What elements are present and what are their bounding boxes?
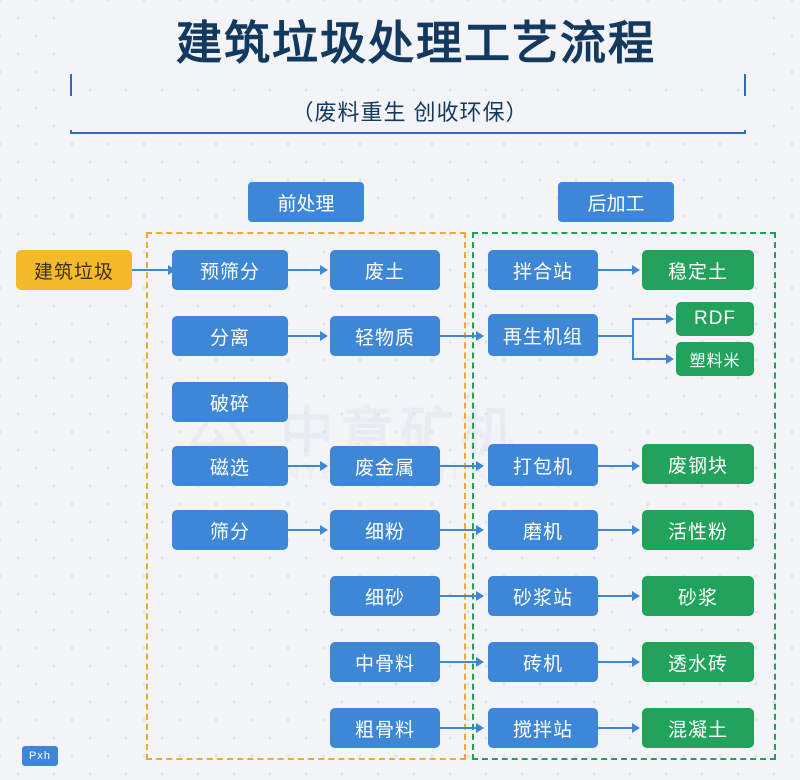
arrowhead: [320, 461, 328, 471]
arrowhead: [632, 591, 640, 601]
node-product-plastic-pellets[interactable]: 塑料米: [676, 342, 754, 376]
node-post-regeneration-unit[interactable]: 再生机组: [488, 314, 598, 356]
connector-medium-aggregate-to-brick-machine: [440, 661, 478, 663]
connector-fine-sand-to-mortar-station: [440, 595, 478, 597]
node-mid-coarse-aggregate[interactable]: 粗骨料: [330, 708, 440, 748]
arrowhead: [320, 265, 328, 275]
section-header-postprocessing: 后加工: [558, 182, 674, 222]
connector-regeneration-split-stem: [598, 335, 632, 337]
connector-mixing-to-stabilized-soil: [598, 269, 634, 271]
connector-coarse-aggregate-to-stirring-station: [440, 727, 478, 729]
node-mid-waste-soil[interactable]: 废土: [330, 250, 440, 290]
node-pre-separation[interactable]: 分离: [172, 316, 288, 356]
arrowhead: [320, 331, 328, 341]
node-mid-light-material[interactable]: 轻物质: [330, 316, 440, 356]
node-pre-screening[interactable]: 筛分: [172, 510, 288, 550]
connector-baler-to-scrap-steel: [598, 465, 634, 467]
node-post-grinding-mill[interactable]: 磨机: [488, 510, 598, 550]
node-mid-medium-aggregate[interactable]: 中骨料: [330, 642, 440, 682]
node-mid-scrap-metal[interactable]: 废金属: [330, 446, 440, 486]
connector-light-material-to-regeneration: [440, 335, 478, 337]
connector-regeneration-to-plastic-pellets: [632, 358, 668, 360]
page-title: 建筑垃圾处理工艺流程: [60, 12, 772, 74]
pretreatment-frame: [146, 232, 466, 760]
arrowhead: [632, 525, 640, 535]
arrowhead: [476, 657, 484, 667]
connector-separation-to-light-material: [288, 335, 322, 337]
arrowhead: [632, 461, 640, 471]
page-subtitle: （废料重生 创收环保）: [60, 96, 760, 130]
node-post-stirring-station[interactable]: 搅拌站: [488, 708, 598, 748]
node-post-mortar-station[interactable]: 砂浆站: [488, 576, 598, 616]
node-pre-crushing[interactable]: 破碎: [172, 382, 288, 422]
arrowhead: [476, 331, 484, 341]
connector-fine-powder-to-mill: [440, 529, 478, 531]
connector-source-to-prescreen: [132, 269, 170, 271]
connector-scrap-metal-to-baler: [440, 465, 478, 467]
node-product-active-powder[interactable]: 活性粉: [642, 510, 754, 550]
arrowhead: [666, 314, 674, 324]
node-post-baler[interactable]: 打包机: [488, 444, 598, 486]
connector-regeneration-split-bus: [632, 318, 634, 360]
postprocessing-frame: [472, 232, 776, 760]
arrowhead: [476, 723, 484, 733]
arrowhead: [476, 461, 484, 471]
node-post-mixing-station[interactable]: 拌合站: [488, 250, 598, 290]
arrowhead: [666, 354, 674, 364]
arrowhead: [632, 723, 640, 733]
node-post-brick-machine[interactable]: 砖机: [488, 642, 598, 682]
connector-regeneration-to-rdf: [632, 318, 668, 320]
node-product-scrap-steel[interactable]: 废钢块: [642, 444, 754, 484]
arrowhead: [476, 525, 484, 535]
arrowhead: [476, 591, 484, 601]
arrowhead: [320, 525, 328, 535]
node-product-permeable-brick[interactable]: 透水砖: [642, 642, 754, 682]
connector-prescreen-to-waste-soil: [288, 269, 322, 271]
connector-mill-to-active-powder: [598, 529, 634, 531]
node-mid-fine-powder[interactable]: 细粉: [330, 510, 440, 550]
section-header-pretreatment: 前处理: [248, 182, 364, 222]
connector-screening-to-fine-powder: [288, 529, 322, 531]
connector-magnetic-to-scrap-metal: [288, 465, 322, 467]
node-product-rdf[interactable]: RDF: [676, 302, 754, 336]
connector-stirring-station-to-concrete: [598, 727, 634, 729]
node-mid-fine-sand[interactable]: 细砂: [330, 576, 440, 616]
node-pre-prescreen[interactable]: 预筛分: [172, 250, 288, 290]
node-product-mortar[interactable]: 砂浆: [642, 576, 754, 616]
connector-mortar-station-to-mortar: [598, 595, 634, 597]
arrowhead: [632, 657, 640, 667]
connector-brick-machine-to-permeable-brick: [598, 661, 634, 663]
node-source-construction-waste[interactable]: 建筑垃圾: [16, 250, 132, 290]
node-pre-magnetic-separation[interactable]: 磁选: [172, 446, 288, 486]
corner-badge: Pxh: [22, 746, 58, 766]
node-product-stabilized-soil[interactable]: 稳定土: [642, 250, 754, 290]
node-product-concrete[interactable]: 混凝土: [642, 708, 754, 748]
arrowhead: [632, 265, 640, 275]
